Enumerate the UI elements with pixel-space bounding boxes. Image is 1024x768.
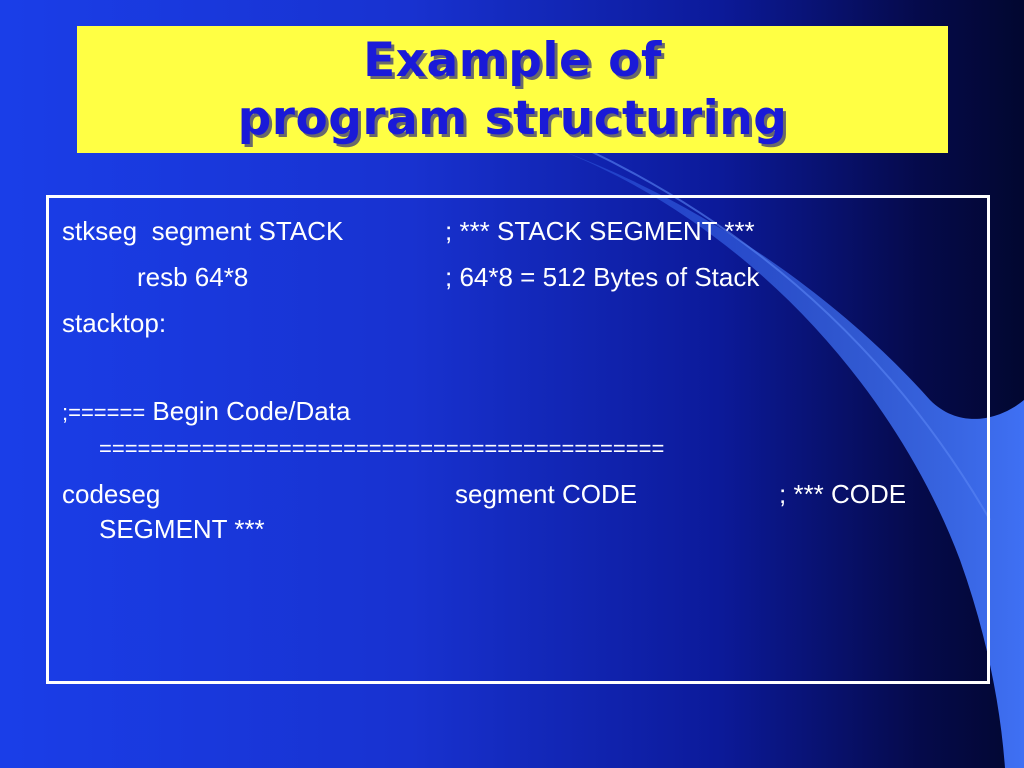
code-line-segment-continuation: SEGMENT *** [99,514,265,544]
decorative-swoosh [560,150,1024,768]
code-equals-marker: ;====== [62,400,146,425]
code-line-stkseg: stkseg segment STACK [62,216,344,246]
decorative-curve [519,119,991,521]
code-line-codeseg: codeseg [62,479,161,509]
slide-title-line-2: program structuring [237,90,788,146]
code-line-resb: resb 64*8 [137,262,249,292]
code-content-box: stkseg segment STACK ; *** STACK SEGMENT… [46,195,990,684]
code-comment-code: ; *** CODE [779,479,907,509]
code-begin-label: Begin Code/Data [145,396,351,426]
code-segment-code: segment CODE [455,479,638,509]
code-line-stacktop: stacktop: [62,308,167,338]
code-comment-stack-segment: ; *** STACK SEGMENT *** [445,216,755,246]
slide-title-line-1: Example of [363,32,662,88]
code-line-separator: ========================================… [99,436,665,461]
code-comment-stack-bytes: ; 64*8 = 512 Bytes of Stack [445,262,760,292]
slide-title-box: Example of program structuring [77,26,948,153]
code-line-begin-marker: ;====== Begin Code/Data [62,396,350,428]
